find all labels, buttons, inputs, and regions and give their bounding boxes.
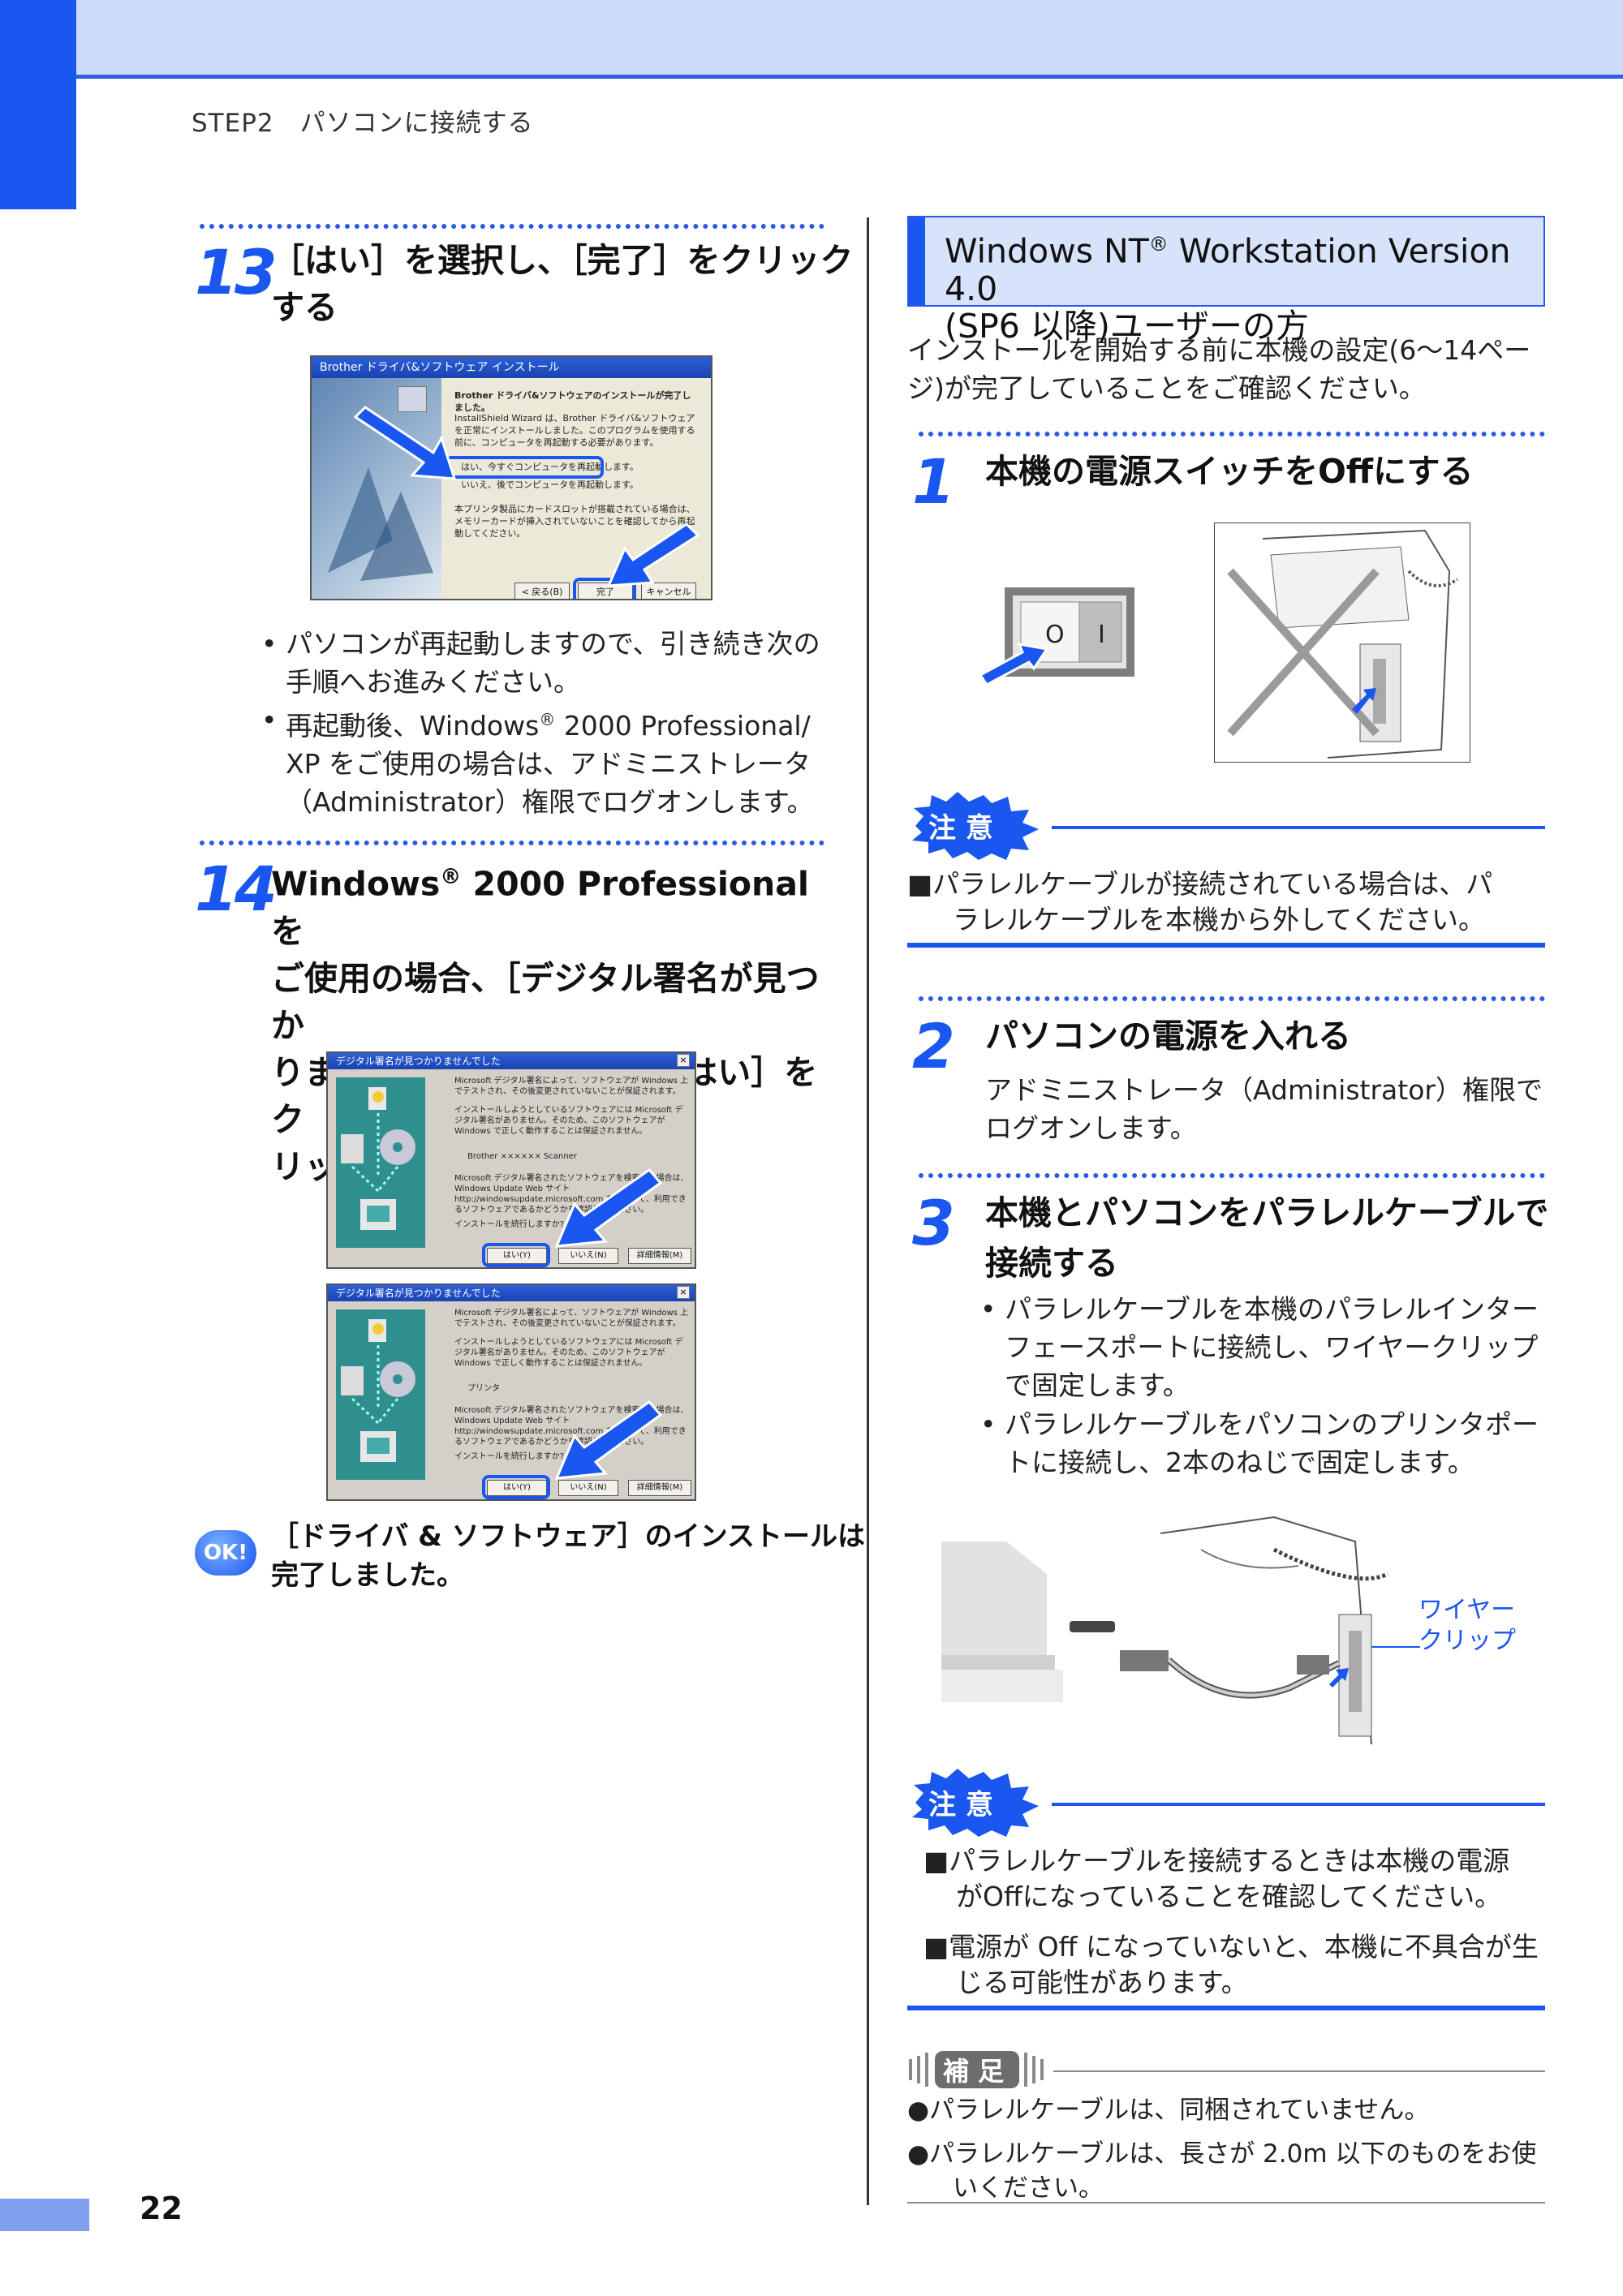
no-button[interactable]: いいえ(N): [558, 1248, 618, 1264]
highlight-yes-button: [482, 1243, 550, 1267]
caution-bottom-rule: [907, 943, 1545, 948]
caution-text: ■パラレルケーブルを接続するときは本機の電源 がOffになっていることを確認して…: [923, 1845, 1539, 1998]
caution-bottom-rule: [907, 2006, 1545, 2010]
step-number: 3: [912, 1187, 955, 1259]
back-button[interactable]: < 戻る(B): [514, 583, 570, 599]
step-divider: [919, 432, 1545, 436]
digital-signature-dialog-printer: デジタル署名が見つかりませんでした × Microsoft デジタル署名によって…: [326, 1283, 696, 1501]
bullet-connect-printer: • パラレルケーブルを本機のパラレルインター フェースポートに接続し、ワイヤーク…: [980, 1293, 1539, 1401]
bullet-restart: • パソコンが再起動しますので、引き続き次の手順へお進みください。: [261, 628, 820, 698]
header-band: [0, 0, 1623, 79]
parallel-cable-illustration: [941, 1516, 1420, 1745]
bullet-logon: • 再起動後、Windows® 2000 Professional/ XP をご…: [261, 704, 814, 818]
pointer-arrow: [554, 1167, 663, 1248]
power-switch-illustration: O I: [980, 587, 1134, 685]
more-info-button[interactable]: 詳細情報(M): [628, 1480, 691, 1496]
svg-text:補 足: 補 足: [943, 2056, 1004, 2087]
svg-text:O: O: [1045, 621, 1065, 649]
printer-disconnected-illustration: [1214, 522, 1470, 763]
supplement-badge: 補 足: [909, 2051, 1044, 2088]
close-icon[interactable]: ×: [677, 1286, 690, 1299]
computer-icon: [398, 386, 427, 412]
pointer-arrow: [554, 1400, 663, 1480]
caution-text: ■パラレルケーブルが接続されている場合は、パ ラレルケーブルを本機から外してくだ…: [907, 868, 1493, 935]
step-divider: [200, 224, 824, 229]
caution-rule: [1052, 826, 1545, 829]
step-title: 本機とパソコンをパラレルケーブルで 接続する: [985, 1193, 1549, 1283]
step-number: 1: [912, 445, 955, 518]
supplement-text: ●パラレルケーブルは、同梱されていません。 ●パラレルケーブルは、長さが 2.0…: [907, 2096, 1537, 2203]
step-divider: [919, 996, 1545, 1001]
column-divider: [867, 217, 869, 2205]
digital-signature-dialog-scanner: デジタル署名が見つかりませんでした × Microsoft デジタル署名によって…: [326, 1051, 696, 1269]
yes-button[interactable]: はい(Y): [487, 1480, 547, 1496]
windows-nt-section-box: Windows NT® Workstation Version 4.0 (SP6…: [907, 216, 1545, 345]
ok-message: ［ドライバ & ソフトウェア］のインストールは 完了しました。: [271, 1520, 865, 1592]
finish-button[interactable]: 完了: [578, 583, 633, 599]
ok-badge: OK!: [195, 1530, 256, 1576]
step-title: ［はい］を選択し、［完了］をクリック する: [271, 241, 854, 327]
section-title: STEP2 パソコンに接続する: [192, 109, 534, 138]
cancel-button[interactable]: キャンセル: [641, 583, 696, 599]
step-title: 本機の電源スイッチをOffにする: [985, 452, 1474, 491]
pointer-arrows: [353, 406, 700, 587]
svg-text:注 意: 注 意: [928, 1789, 993, 1821]
yes-button[interactable]: はい(Y): [487, 1248, 547, 1264]
install-complete-dialog: Brother ドライバ&ソフトウェア インストール Brother ドライバ&…: [310, 355, 712, 600]
step-divider: [200, 841, 824, 845]
restart-later-radio[interactable]: いいえ、後でコンピュータを再起動します。: [461, 479, 639, 490]
close-icon[interactable]: ×: [677, 1054, 690, 1067]
step-body: アドミニストレータ（Administrator）権限で ログオンします。: [985, 1074, 1543, 1144]
step-divider: [919, 1173, 1545, 1178]
svg-text:注 意: 注 意: [928, 812, 993, 845]
page-number: 22: [140, 2191, 183, 2226]
page-number-tab: [0, 2199, 89, 2231]
no-button[interactable]: いいえ(N): [558, 1480, 618, 1496]
signature-illustration: [336, 1309, 425, 1480]
caution-badge: 注 意: [912, 1769, 1039, 1837]
header-tab-block: [0, 0, 76, 209]
step-number: 2: [912, 1010, 955, 1082]
highlight-finish-button: [573, 578, 636, 599]
signature-illustration: [336, 1077, 425, 1248]
caution-badge: 注 意: [912, 792, 1039, 860]
svg-text:I: I: [1098, 621, 1105, 649]
step-number: 14: [195, 853, 278, 925]
restart-now-radio[interactable]: はい、今すぐコンピュータを再起動します。: [461, 462, 639, 472]
highlight-yes-button: [482, 1475, 550, 1499]
intro-text: インストールを開始する前に本機の設定(6〜14ペー ジ)が完了していることをご確…: [907, 334, 1531, 404]
more-info-button[interactable]: 詳細情報(M): [628, 1248, 691, 1264]
caution-rule: [1052, 1803, 1545, 1806]
supplement-rule: [1053, 2070, 1545, 2072]
bullet-connect-pc: • パラレルケーブルをパソコンのプリンタポー トに接続し、2本のねじで固定します…: [980, 1408, 1539, 1478]
supplement-bottom-rule: [907, 2202, 1545, 2204]
step-number: 13: [195, 236, 278, 308]
wire-clip-label: ワイヤー クリップ: [1419, 1596, 1516, 1655]
step-title: パソコンの電源を入れる: [985, 1017, 1351, 1056]
